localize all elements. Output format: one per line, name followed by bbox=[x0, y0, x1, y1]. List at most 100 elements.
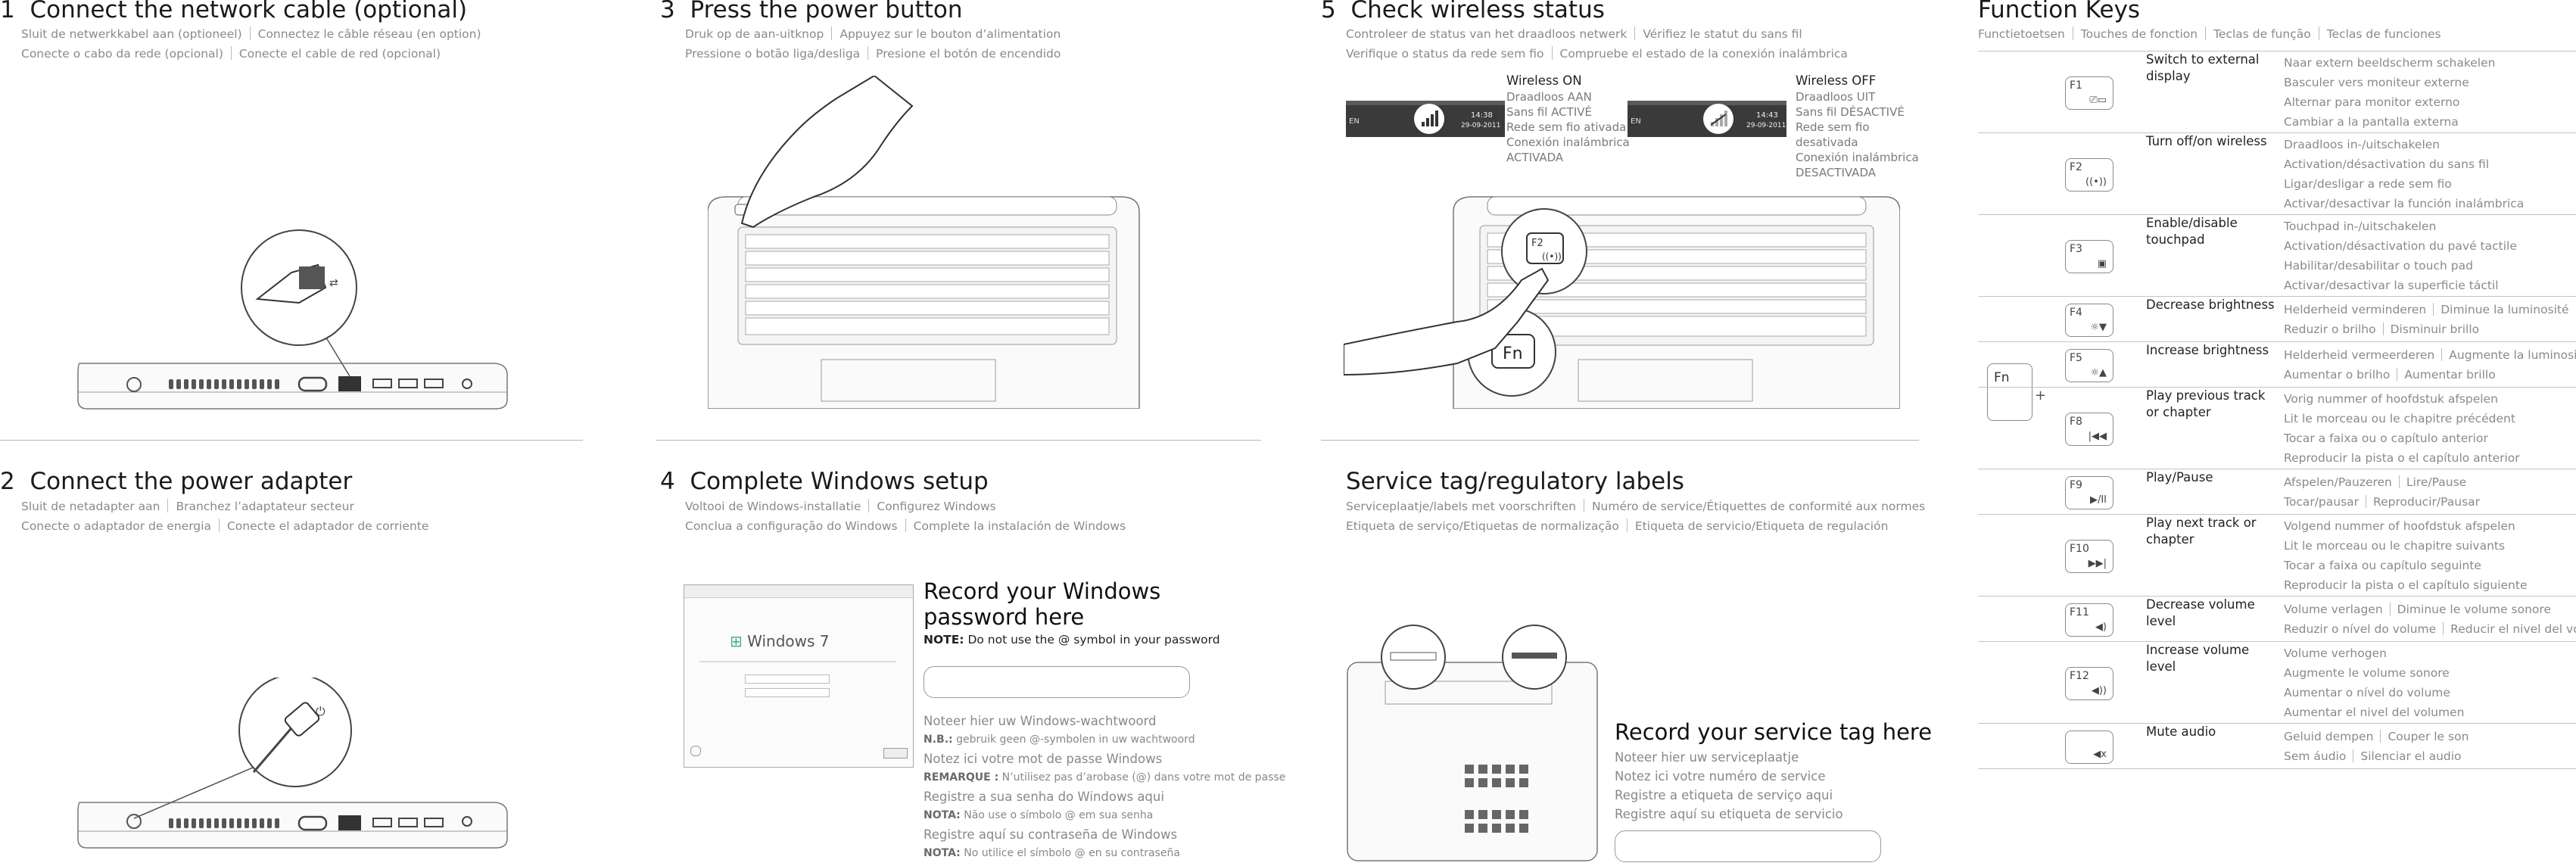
step-title-text: Complete Windows setup bbox=[690, 468, 989, 495]
translation-line: Volgend nummer of hoofdstuk afspelen bbox=[2284, 516, 2528, 536]
function-key-action: Mute audio bbox=[2146, 724, 2216, 739]
function-key-label: F10 bbox=[2070, 543, 2089, 555]
translation-text: Reduzir o nível do volume bbox=[2284, 622, 2437, 636]
trans-line: Notez ici votre mot de passe Windows bbox=[924, 752, 1163, 766]
subtitle-fr: Numéro de service/Étiquettes de conformi… bbox=[1591, 500, 1926, 513]
trans-line: Registre a etiqueta de serviço aqui bbox=[1615, 788, 1833, 802]
translation-text: Naar extern beeldscherm schakelen bbox=[2284, 56, 2496, 70]
subtitle-es: Complete la instalación de Windows bbox=[913, 519, 1126, 533]
trans-note: NOTA: No utilice el símbolo @ en su cont… bbox=[924, 847, 1180, 859]
translation-text: Volume verlagen bbox=[2284, 603, 2383, 616]
translation-line: Volume verhogen bbox=[2284, 643, 2464, 663]
function-key-row: F5☼▲ Increase brightness Helderheid vermee… bbox=[1978, 341, 2576, 388]
function-key-action: Decrease brightness bbox=[2146, 298, 2275, 312]
trans-line: Notez ici votre numéro de service bbox=[1615, 769, 1826, 784]
translation-text: Helderheid vermeerderen bbox=[2284, 348, 2435, 362]
function-key-glyph-icon: ◀x bbox=[2093, 749, 2107, 760]
svg-text:((•)): ((•)) bbox=[1542, 251, 1562, 262]
translation-text: Touchpad in-/uitschakelen bbox=[2284, 220, 2437, 233]
translation-text: Alternar para monitor externo bbox=[2284, 95, 2460, 109]
translation-line: Alternar para monitor externo bbox=[2284, 92, 2495, 112]
translation-text: Aumentar brillo bbox=[2404, 368, 2496, 382]
translation-line: Activation/désactivation du sans fil bbox=[2284, 154, 2524, 174]
function-key-glyph-icon: ▶/II bbox=[2089, 494, 2107, 506]
subtitle-es: Presione el botón de encendido bbox=[876, 47, 1061, 61]
translation-text: Reproducir la pista o el capítulo siguie… bbox=[2284, 578, 2528, 592]
function-key-cap: F2((•)) bbox=[2065, 158, 2113, 192]
function-key-action: Increase brightness bbox=[2146, 343, 2269, 357]
subtitle-fr: Branchez l’adaptateur secteur bbox=[176, 500, 354, 513]
taskbar-tray-on: EN 14:38 29-09-2011 bbox=[1346, 101, 1505, 137]
function-key-cap: F8|◀◀ bbox=[2065, 413, 2113, 446]
function-key-cap: F5☼▲ bbox=[2065, 349, 2113, 382]
step-number: 2 bbox=[0, 468, 15, 495]
function-key-label: F4 bbox=[2070, 307, 2082, 319]
translation-text: Augmente le volume sonore bbox=[2284, 666, 2450, 680]
service-tag-translations: Noteer hier uw serviceplaatje Notez ici … bbox=[1615, 748, 1843, 824]
translation-text: Activar/desactivar la función inalámbric… bbox=[2284, 197, 2525, 210]
function-key-action: Increase volume level bbox=[2146, 643, 2250, 674]
translation-text: Lire/Pause bbox=[2406, 475, 2467, 489]
function-key-row: F12◀)) Increase volume level Volume verhog… bbox=[1978, 641, 2576, 724]
function-keys-title: Function Keys bbox=[1978, 0, 2141, 23]
password-write-in-box[interactable] bbox=[924, 666, 1190, 698]
svg-text:F2: F2 bbox=[1531, 238, 1543, 249]
password-translations: Noteer hier uw Windows-wachtwoord N.B.: … bbox=[924, 712, 1285, 863]
function-key-action: Turn off/on wireless bbox=[2146, 134, 2267, 148]
translation-line: Tocar a faixa ou capítulo seguinte bbox=[2284, 556, 2528, 575]
translation-text: Vorig nummer of hoofdstuk afspelen bbox=[2284, 392, 2498, 406]
function-key-glyph-icon: ◀)) bbox=[2091, 685, 2107, 696]
function-key-glyph-icon: ▣ bbox=[2097, 258, 2107, 269]
subtitle-es: Conecte el adaptador de corriente bbox=[226, 519, 429, 533]
function-key-label: F5 bbox=[2070, 352, 2082, 364]
subtitle-fr: Appuyez sur le bouton d’alimentation bbox=[839, 27, 1061, 41]
subtitle-es: Conecte el cable de red (opcional) bbox=[238, 47, 441, 61]
translation-line: Lit le morceau ou le chapitre précédent bbox=[2284, 409, 2520, 428]
windows-setup-screenshot: ⊞ Windows 7 bbox=[684, 584, 914, 768]
translation-text: Tocar/pausar bbox=[2284, 495, 2360, 509]
subtitle-nl: Voltooi de Windows-installatie bbox=[685, 500, 861, 513]
translation-line: Activar/desactivar la función inalámbric… bbox=[2284, 194, 2524, 213]
wireless-off-icon bbox=[1703, 104, 1733, 134]
function-key-cap: F1⎚▭ bbox=[2065, 76, 2113, 110]
section-title-text: Service tag/regulatory labels bbox=[1346, 468, 1684, 495]
translation-text: Draadloos in-/uitschakelen bbox=[2284, 138, 2441, 151]
trans-line: Registre aquí su contraseña de Windows bbox=[924, 827, 1178, 842]
translation-line: Cambiar a la pantalla externa bbox=[2284, 112, 2495, 132]
subtitle-nl: Druk op de aan-uitknop bbox=[685, 27, 824, 41]
translation-line: Activation/désactivation du pavé tactile bbox=[2284, 236, 2517, 256]
windows-logo: ⊞ Windows 7 bbox=[730, 632, 830, 650]
translation-line: Vorig nummer of hoofdstuk afspelen bbox=[2284, 389, 2520, 409]
translation-line: Tocar a faixa ou o capítulo anterior bbox=[2284, 428, 2520, 448]
translation-text: Silenciar el audio bbox=[2360, 749, 2462, 763]
function-key-cap: F12◀)) bbox=[2065, 667, 2113, 700]
subtitle-es: Etiqueta de servicio/Etiqueta de regulac… bbox=[1634, 519, 1889, 533]
translation-text: Volume verhogen bbox=[2284, 646, 2387, 660]
wireless-on-caption: Wireless ON Draadloos AAN Sans fil ACTIV… bbox=[1506, 73, 1630, 164]
subtitle-fr: Connectez le câble réseau (en option) bbox=[257, 27, 481, 41]
service-tag-write-in-box[interactable] bbox=[1615, 830, 1881, 862]
translation-text: Disminuir brillo bbox=[2390, 322, 2480, 336]
translation-text: Habilitar/desabilitar o touch pad bbox=[2284, 259, 2473, 273]
svg-text:⏻: ⏻ bbox=[316, 704, 326, 718]
function-key-label: F9 bbox=[2070, 479, 2082, 491]
function-key-cap: ◀x bbox=[2065, 731, 2113, 764]
translation-line: Basculer vers moniteur externe bbox=[2284, 73, 2495, 92]
